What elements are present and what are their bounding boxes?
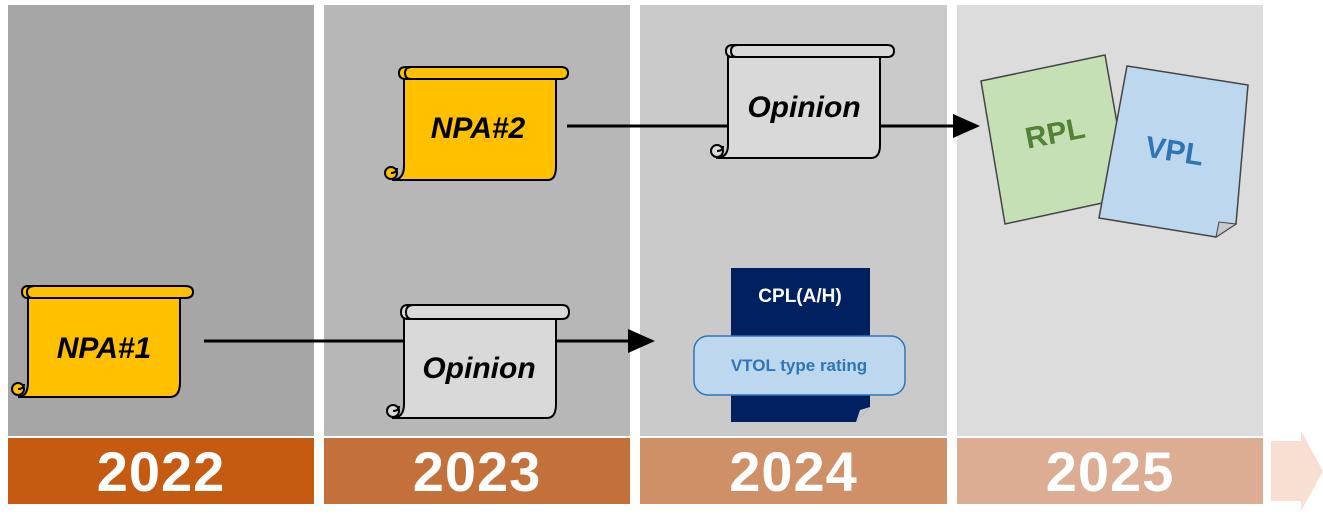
cpl-label: CPL(A/H): [758, 286, 841, 307]
npa2-label: NPA#2: [431, 112, 526, 145]
vtol-label: VTOL type rating: [731, 356, 867, 375]
rpl-document: RPL: [980, 54, 1131, 225]
npa1-scroll: NPA#1: [11, 285, 195, 398]
npa1-label: NPA#1: [57, 332, 151, 365]
year-label-2023: 2023: [324, 438, 630, 504]
opinion-2024-label: Opinion: [747, 91, 860, 124]
opinion-2023-scroll: Opinion: [386, 304, 571, 419]
year-label-2025: 2025: [957, 438, 1263, 504]
year-label-2022: 2022: [8, 438, 314, 504]
npa2-scroll: NPA#2: [384, 66, 570, 181]
timeline-continuation-arrow: [1271, 431, 1323, 511]
opinion-2023-label: Opinion: [422, 352, 535, 385]
year-label-2024: 2024: [640, 438, 947, 504]
vpl-document: VPL: [1098, 65, 1249, 239]
opinion-2024-scroll: Opinion: [710, 44, 896, 159]
vtol-type-rating-badge: VTOL type rating: [693, 335, 906, 396]
